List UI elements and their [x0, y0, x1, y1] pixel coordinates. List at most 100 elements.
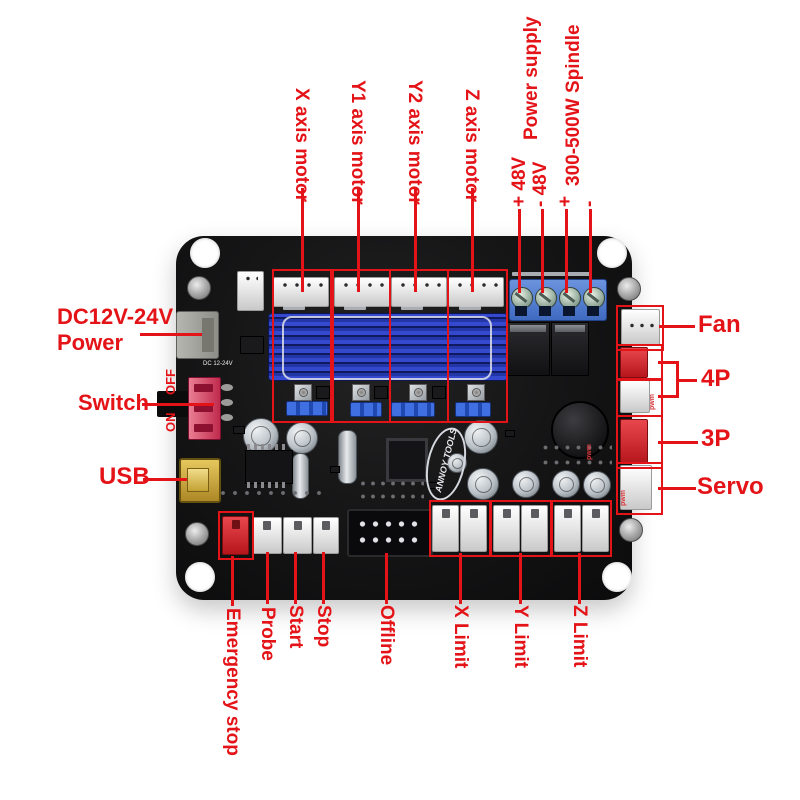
smd-component	[505, 430, 515, 437]
smd-component	[432, 386, 446, 399]
callout-box-y2-motor	[389, 269, 449, 423]
switch-pin	[221, 384, 233, 391]
callout-box-y1-motor	[332, 269, 391, 423]
callout-line-x-limit	[459, 553, 462, 604]
callout-line-usb	[143, 478, 187, 481]
heatsink-outline	[282, 316, 492, 380]
callout-box-4p-red	[616, 344, 663, 381]
mount-hole-bottom-right	[602, 562, 632, 592]
stop-connector	[313, 517, 339, 554]
mosfet-package	[506, 322, 550, 376]
callout-box-z-limit	[551, 500, 612, 557]
silkscreen-mark	[401, 306, 423, 310]
label-y1-axis-motor: Y1 axis motor	[347, 80, 368, 205]
label-y2-axis-motor: Y2 axis motor	[404, 80, 425, 205]
servo-connector	[620, 465, 652, 510]
silkscreen-mark	[283, 306, 305, 310]
label-spindle-plus: +	[555, 195, 576, 207]
label-stop: Stop	[313, 605, 334, 648]
mount-hole-top-right	[597, 238, 627, 268]
callout-line-servo	[658, 487, 696, 490]
label-x-limit: X Limit	[450, 605, 471, 669]
dc-silkscreen-label: DC 12-24V	[203, 361, 233, 367]
probe-connector	[252, 517, 282, 554]
usb-interface-ic	[245, 450, 293, 484]
silkscreen-mark	[512, 272, 592, 276]
label-minus-48v: - 48V	[530, 161, 551, 207]
ic-pins	[247, 444, 289, 450]
callout-line-spindle-plus	[565, 209, 568, 293]
label-plus-48v: + 48V	[509, 156, 530, 207]
z-limit-connector-1	[554, 505, 581, 552]
callout-line-emergency	[231, 556, 234, 606]
y-limit-connector-1	[493, 505, 520, 552]
trim-pot	[467, 384, 485, 401]
jumper-block	[391, 402, 435, 417]
label-switch-off: OFF	[163, 369, 178, 395]
callout-line-offline	[385, 553, 388, 604]
label-spindle: 300-500W Spindle	[563, 24, 584, 186]
callout-box-y-limit	[490, 500, 552, 557]
label-dc-power-2: Power	[57, 330, 124, 355]
jumper-block	[350, 402, 382, 417]
label-spindle-minus: -	[579, 200, 600, 207]
brand-logo-text: ANNOY TOOLS	[433, 427, 459, 494]
callout-line-probe	[266, 552, 269, 604]
callout-box-servo	[616, 462, 663, 515]
label-emergency-stop: Emergency stop	[222, 608, 243, 756]
callout-line-fan	[659, 325, 695, 328]
smd-component	[233, 426, 245, 434]
callout-box-fan	[616, 305, 664, 351]
trim-pot	[352, 384, 370, 401]
callout-line-y-limit	[519, 553, 522, 604]
smd-component	[240, 336, 264, 354]
mini-usb-port	[179, 458, 221, 503]
mcu-qfp-chip	[386, 438, 428, 482]
pwm-4p-white-connector	[620, 380, 650, 413]
callout-line-start	[294, 552, 297, 604]
label-start: Start	[285, 605, 306, 649]
start-connector	[283, 517, 312, 554]
callout-line-spindle-minus	[589, 209, 592, 293]
terminal-hole	[563, 306, 575, 316]
label-z-limit: Z Limit	[569, 605, 590, 668]
ic-pins	[247, 482, 289, 488]
electrolytic-capacitor	[512, 470, 540, 498]
screw-top-right	[617, 277, 641, 301]
label-servo: Servo	[697, 473, 764, 500]
pwm-3p-connector	[620, 419, 648, 464]
callout-line-x-motor	[301, 188, 304, 292]
label-dc-power-1: DC12V-24V	[57, 304, 174, 329]
electrolytic-capacitor	[464, 420, 498, 454]
smd-component	[330, 466, 340, 473]
callout-line-3p	[658, 441, 698, 444]
label-z-axis-motor: Z axis motor	[461, 89, 482, 202]
terminal-hole	[587, 306, 599, 316]
mosfet-package	[551, 322, 589, 376]
label-3p: 3P	[701, 425, 731, 452]
switch-pin	[221, 414, 233, 421]
pin-header-pads	[540, 440, 612, 470]
callout-line-switch	[142, 403, 214, 406]
mount-hole-top-left	[190, 238, 220, 268]
smd-component	[316, 386, 330, 399]
screw-bottom-left	[185, 522, 209, 546]
callout-box-3p	[616, 415, 663, 469]
z-limit-connector-2	[582, 505, 609, 552]
callout-line-dc-power	[140, 333, 202, 336]
callout-bracket-4p-top	[658, 361, 678, 364]
label-offline: Offline	[376, 605, 397, 666]
trim-pot	[294, 384, 312, 401]
z-motor-connector	[448, 277, 504, 307]
terminal-hole	[539, 306, 551, 316]
electrolytic-capacitor	[286, 422, 318, 454]
switch-pin	[221, 399, 233, 406]
electrolytic-capacitor	[467, 468, 499, 500]
callout-line-stop	[322, 552, 325, 604]
stepper-driver-heatsink	[268, 313, 508, 381]
callout-box-4p-white	[616, 378, 663, 417]
crystal-oscillator	[338, 430, 357, 484]
power-switch-body	[188, 377, 221, 440]
solder-pads	[205, 486, 327, 500]
callout-line-z-motor	[471, 188, 474, 292]
